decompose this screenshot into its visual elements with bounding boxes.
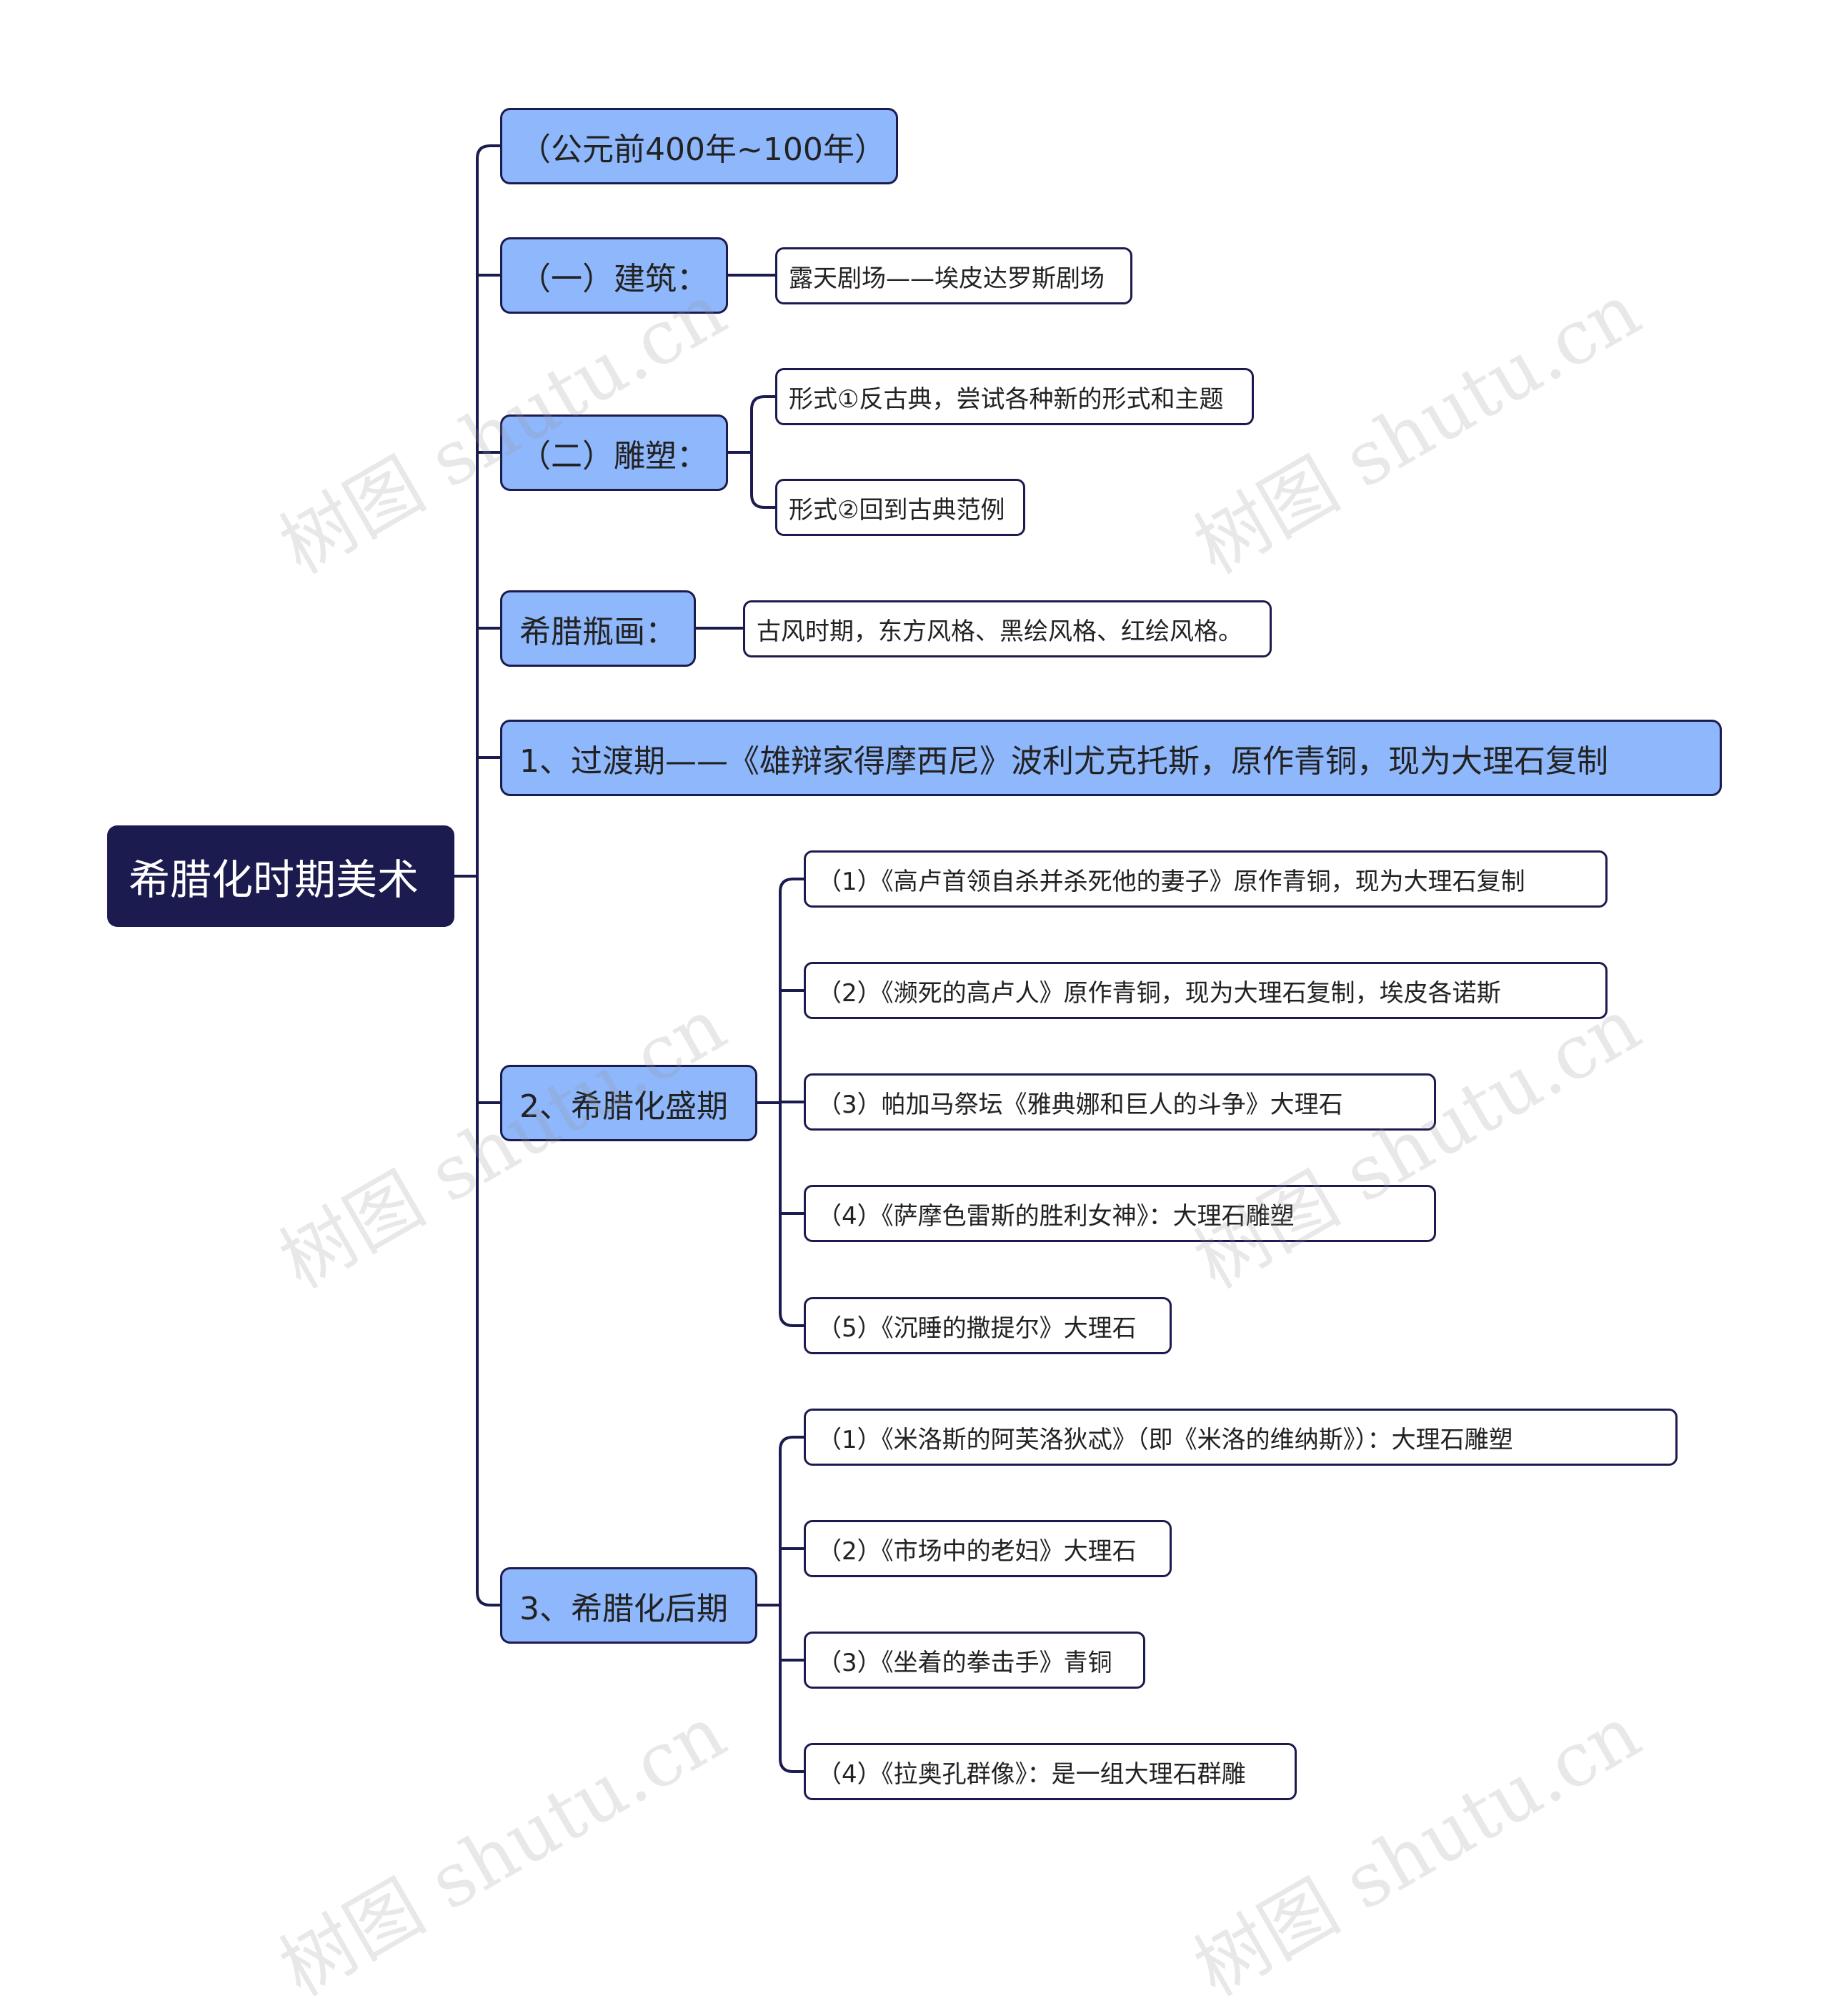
topic-label: 2、希腊化盛期 [519, 1088, 728, 1125]
subtopic[interactable]: （4）《萨摩色雷斯的胜利女神》：大理石雕塑 [804, 1185, 1436, 1242]
topic-transition-period[interactable]: 1、过渡期——《雄辩家得摩西尼》波利尤克托斯，原作青铜，现为大理石复制 [500, 720, 1722, 796]
subtopic[interactable]: （2）《濒死的高卢人》原作青铜，现为大理石复制，埃皮各诺斯 [804, 962, 1608, 1019]
subtopic[interactable]: （2）《市场中的老妇》大理石 [804, 1520, 1172, 1577]
connector-lines [454, 144, 804, 1773]
topic-high-hellenistic[interactable]: 2、希腊化盛期 [500, 1065, 757, 1141]
topic-label: （一）建筑： [519, 260, 708, 297]
subtopic-label: （3）《坐着的拳击手》青铜 [817, 1648, 1112, 1677]
subtopic[interactable]: 形式②回到古典范例 [775, 479, 1025, 536]
subtopic-label: 古风时期，东方风格、黑绘风格、红绘风格。 [757, 617, 1242, 646]
topic-late-hellenistic[interactable]: 3、希腊化后期 [500, 1567, 757, 1644]
subtopic-connector [779, 1605, 804, 1773]
subtopic-label: （5）《沉睡的撒提尔》大理石 [817, 1314, 1137, 1343]
subtopic-label: （4）《萨摩色雷斯的胜利女神》：大理石雕塑 [817, 1201, 1295, 1231]
subtopic[interactable]: 露天剧场——埃皮达罗斯剧场 [775, 247, 1132, 304]
subtopic-connector [750, 395, 775, 452]
topic-label: （二）雕塑： [519, 437, 708, 475]
subtopic-label: （3）帕加马祭坛《雅典娜和巨人的斗争》大理石 [817, 1090, 1343, 1119]
subtopic-connector [779, 878, 804, 1103]
topic-label: 3、希腊化后期 [519, 1590, 728, 1627]
subtopic[interactable]: 形式①反古典，尝试各种新的形式和主题 [775, 368, 1254, 425]
subtopic[interactable]: （1）《米洛斯的阿芙洛狄忒》（即《米洛的维纳斯》）：大理石雕塑 [804, 1409, 1678, 1466]
topic-period[interactable]: （公元前400年~100年） [500, 108, 898, 184]
subtopic-label: （2）《市场中的老妇》大理石 [817, 1536, 1137, 1566]
topic-sculpture[interactable]: （二）雕塑： [500, 414, 728, 491]
root-topic[interactable]: 希腊化时期美术 [107, 825, 454, 927]
subtopic-label: 形式②回到古典范例 [789, 495, 1005, 525]
subtopic[interactable]: （4）《拉奥孔群像》：是一组大理石群雕 [804, 1743, 1297, 1800]
subtopic-label: （1）《米洛斯的阿芙洛狄忒》（即《米洛的维纳斯》）：大理石雕塑 [817, 1425, 1513, 1454]
subtopic[interactable]: （1）《高卢首领自杀并杀死他的妻子》原作青铜，现为大理石复制 [804, 850, 1608, 908]
subtopic[interactable]: 古风时期，东方风格、黑绘风格、红绘风格。 [743, 600, 1272, 657]
topic-architecture[interactable]: （一）建筑： [500, 237, 728, 314]
branch-connector [476, 144, 500, 876]
branch-connector [476, 876, 500, 1607]
topic-label: （公元前400年~100年） [519, 131, 886, 168]
subtopic[interactable]: （3）帕加马祭坛《雅典娜和巨人的斗争》大理石 [804, 1073, 1436, 1131]
subtopic[interactable]: （5）《沉睡的撒提尔》大理石 [804, 1297, 1172, 1354]
subtopic-label: （1）《高卢首领自杀并杀死他的妻子》原作青铜，现为大理石复制 [817, 867, 1525, 896]
topic-vase-painting[interactable]: 希腊瓶画： [500, 590, 696, 667]
subtopic-connector [750, 452, 775, 509]
subtopic-label: （2）《濒死的高卢人》原作青铜，现为大理石复制，埃皮各诺斯 [817, 978, 1501, 1008]
subtopic-label: （4）《拉奥孔群像》：是一组大理石群雕 [817, 1759, 1246, 1789]
topic-label: 希腊瓶画： [519, 613, 677, 650]
root-topic-label: 希腊化时期美术 [129, 855, 419, 904]
topic-label: 1、过渡期——《雄辩家得摩西尼》波利尤克托斯，原作青铜，现为大理石复制 [519, 743, 1608, 780]
subtopic[interactable]: （3）《坐着的拳击手》青铜 [804, 1632, 1145, 1689]
subtopic-connector [779, 1436, 804, 1605]
subtopic-label: 形式①反古典，尝试各种新的形式和主题 [789, 384, 1224, 414]
subtopic-label: 露天剧场——埃皮达罗斯剧场 [789, 264, 1105, 293]
subtopic-connector [779, 1103, 804, 1327]
